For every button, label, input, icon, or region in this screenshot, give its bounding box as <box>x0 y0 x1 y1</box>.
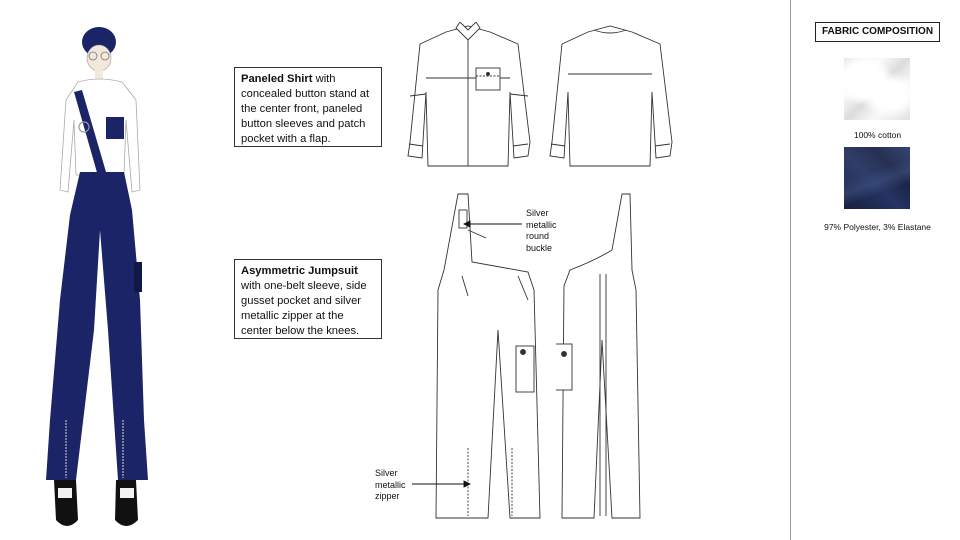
jumpsuit-front-flat <box>435 193 541 519</box>
jumpsuit-description-box: Asymmetric Jumpsuit with one-belt sleeve… <box>234 259 382 339</box>
cotton-swatch <box>844 58 910 120</box>
polyester-swatch <box>844 147 910 209</box>
shirt-description-box: Paneled Shirt with concealed button stan… <box>234 67 382 147</box>
polyester-swatch-label: 97% Polyester, 3% Elastane <box>824 222 931 232</box>
jumpsuit-back-flat <box>556 193 641 519</box>
shirt-description-text: with concealed button stand at the cente… <box>241 73 370 145</box>
jumpsuit-title: Asymmetric Jumpsuit <box>241 265 358 277</box>
shirt-title: Paneled Shirt <box>241 73 313 85</box>
zipper-callout: Silver metallic zipper <box>375 468 406 501</box>
jumpsuit-description-text: with one-belt sleeve, side gusset pocket… <box>241 280 367 337</box>
fabric-composition-header: FABRIC COMPOSITION <box>815 22 940 42</box>
fashion-illustration <box>46 27 148 526</box>
shirt-back-flat <box>549 25 673 167</box>
shirt-front-flat <box>407 22 531 167</box>
cotton-swatch-label: 100% cotton <box>853 130 902 140</box>
panel-divider <box>790 0 791 540</box>
buckle-callout: Silver metallic round buckle <box>526 208 557 253</box>
